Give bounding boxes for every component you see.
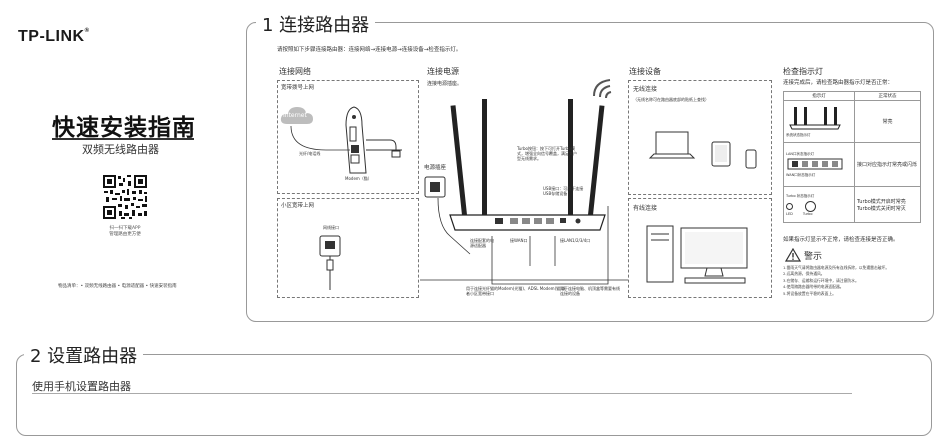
- turbo-caption: Turbo: [802, 211, 813, 216]
- status-ports: 接口对应指示灯常亮或闪烁: [854, 142, 921, 187]
- fiber-label: 光纤/电话线: [299, 151, 321, 156]
- wired-box: [628, 198, 772, 298]
- turbo-circle-icon: [805, 200, 816, 212]
- turbo-led-label: Turbo 状态指示灯: [786, 193, 815, 198]
- broadband-label: 宽带拨号上网: [281, 85, 315, 91]
- wireless-heading: 无线连接: [633, 86, 658, 93]
- section-1-title: 1 连接路由器: [256, 11, 376, 37]
- section-1-frame: [246, 22, 934, 322]
- wan-label: 接WAN口: [510, 238, 528, 243]
- power-cable-lines: [437, 197, 609, 285]
- qr-code-icon: [102, 174, 148, 220]
- indicator-cell-turbo: Turbo 状态指示灯 LED Turbo: [783, 186, 855, 223]
- status-turbo: Turbo模式开启时常亮 Turbo模式关闭时常灭: [854, 186, 921, 223]
- col-indicator-header: 指示灯: [783, 91, 855, 101]
- fiber-line-icon: [290, 125, 350, 151]
- modem-icon: [345, 106, 402, 174]
- status-system: 常亮: [854, 100, 921, 143]
- guide-title: 快速安装指南: [52, 115, 196, 141]
- warning-item: 2.远离热源，保持通风。: [783, 271, 825, 277]
- logo-text: TP-LINK: [18, 28, 85, 45]
- heading-check-indicators: 检查指示灯: [783, 67, 823, 76]
- warning-item: 1.雷雨天气请将路由器电源及所有连线拆除，以免遭雷击破坏。: [783, 265, 890, 270]
- warning-triangle-icon: [785, 248, 801, 262]
- section-2-frame: [16, 354, 932, 436]
- col-status-header: 正常状态: [854, 91, 921, 101]
- led-caption: LED: [786, 211, 793, 216]
- phone-icon: [745, 149, 757, 169]
- wired-heading: 有线连接: [633, 205, 658, 212]
- turbo-on-status: Turbo模式开启时常亮: [857, 198, 906, 205]
- router-icon: [449, 99, 606, 231]
- lan-label: 接LAN1/2/3/4口: [560, 238, 591, 243]
- title-underline: [52, 138, 194, 140]
- community-box: [277, 198, 419, 298]
- table-row: Turbo 状态指示灯 LED Turbo Turbo模式开启时常亮 Turbo…: [783, 186, 921, 223]
- heading-connect-network: 连接网络: [279, 67, 311, 76]
- tablet-icon: [711, 141, 731, 167]
- warnings-list: 1.雷雨天气请将路由器电源及所有连线拆除，以免遭雷击破坏。 2.远离热源，保持通…: [783, 265, 889, 297]
- brand-logo: TP-LINK®: [18, 28, 90, 46]
- qr-caption-line-1: 扫一扫下载APP: [109, 226, 141, 231]
- heading-connect-devices: 连接设备: [629, 67, 661, 76]
- modem-label: Modem（猫）: [345, 176, 372, 181]
- lan-note: 用于连接电脑、机顶盒等需要有线连接的设备: [560, 286, 620, 297]
- port-panel-icon: [787, 158, 843, 169]
- wifi-signal-icon: [593, 79, 612, 99]
- turbo-note: Turbo按钮：按下可打开Turbo模式，增强全向信号覆盖，满足大户型无线需求。: [517, 146, 577, 162]
- warning-item: 3.在储存、运输和运行环境中，请注意防水。: [783, 277, 859, 283]
- table-row: LAN口状态指示灯 WAN口状态指示灯 接口对应指示灯常亮或闪烁: [783, 142, 921, 187]
- community-label: 小区宽带上网: [281, 203, 315, 209]
- guide-subtitle: 双频无线路由器: [82, 143, 159, 156]
- internet-label: Internet: [283, 112, 307, 119]
- internet-cloud-icon: [280, 107, 313, 124]
- table-row: 系统状态指示灯 常亮: [783, 100, 921, 143]
- section-2-title: 2 设置路由器: [24, 342, 144, 368]
- section-1-instruction: 请按照如下步骤连接路由器：连接网络→连接电源→连接设备→检查指示灯。: [277, 47, 462, 53]
- power-note: 连接电源插座。: [427, 81, 463, 87]
- power-socket-icon: [424, 176, 446, 198]
- lan-led-label: LAN口状态指示灯: [786, 151, 815, 156]
- system-led-label: 系统状态指示灯: [786, 133, 811, 137]
- registered-mark: ®: [84, 28, 90, 34]
- turbo-off-status: Turbo模式关闭时常灭: [857, 205, 906, 212]
- indicator-cell-system: 系统状态指示灯: [783, 100, 855, 143]
- desktop-computer-icon: [646, 225, 748, 284]
- led-circle-icon: [786, 202, 793, 210]
- table-row: 指示灯 正常状态: [783, 91, 921, 101]
- broadband-box: [277, 80, 419, 194]
- warning-item: 5.将设备放置在平稳的表面上。: [783, 290, 836, 296]
- usb-note: USB接口：可用于连接USB存储设备: [543, 186, 584, 197]
- adapter-label: 连接配套的电源适配器: [470, 238, 494, 249]
- indicator-intro: 连接完成后，请检查路由器指示灯是否正常：: [783, 80, 894, 86]
- section-2-subtitle: 使用手机设置路由器: [32, 380, 131, 393]
- abnormal-note: 如果指示灯显示不正常，请检查连接是否正确。: [783, 237, 899, 243]
- wireless-note: （无线名称可在路由器底部的贴纸上查找）: [633, 97, 709, 102]
- warning-title: 警示: [804, 252, 823, 262]
- wireless-box: [628, 80, 772, 195]
- ethernet-wall-port-icon: [319, 235, 341, 290]
- indicator-table: 指示灯 正常状态 系统状态指示灯 常亮 LAN口状态指示灯 WAN口状态指示灯 …: [783, 91, 921, 223]
- wall-port-label: 网线接口: [323, 225, 339, 230]
- wan-led-label: WAN口状态指示灯: [786, 172, 816, 177]
- qr-caption-line-2: 管理路由更方便: [109, 232, 141, 238]
- warning-item: 4.使用随路由器附带的电源适配器。: [783, 284, 844, 290]
- arrow-lines: [420, 279, 628, 281]
- heading-connect-power: 连接电源: [427, 67, 459, 76]
- router-small-icon: [789, 107, 841, 130]
- laptop-icon: [648, 131, 696, 159]
- indicator-cell-ports: LAN口状态指示灯 WAN口状态指示灯: [783, 142, 855, 187]
- section-2-divider: [32, 393, 852, 394]
- socket-label: 电源插座: [424, 165, 447, 171]
- wan-note: 用于连接光纤猫的Modem(光猫)、ADSL Modem(猫)或者小区宽带接口: [466, 286, 566, 297]
- package-contents: 物品清单：• 双频无线路由器 • 电源适配器 • 快速安装指南: [58, 284, 177, 289]
